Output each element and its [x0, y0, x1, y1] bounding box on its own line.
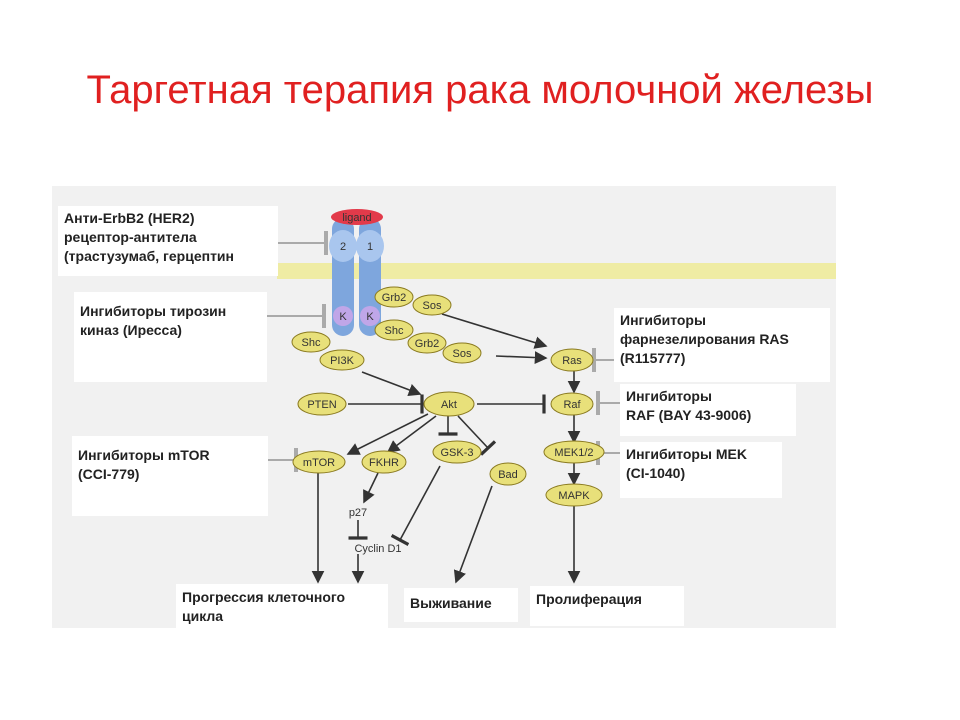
ligand: ligand [331, 209, 383, 225]
raf-box-line-2: RAF (BAY 43-9006) [626, 407, 752, 423]
sos-top-node [412, 294, 452, 316]
akt-node [423, 391, 475, 417]
cell-cycle-line-2: цикла [182, 608, 224, 624]
pi3k-label: PI3K [330, 355, 355, 367]
gsk3-node [432, 440, 482, 464]
pathway-figure: 2 1 K K ligand [52, 186, 836, 628]
raf-box-line-1: Ингибиторы [626, 388, 712, 404]
survival-label: Выживание [410, 595, 492, 611]
grb2-top-node [374, 286, 414, 308]
mtor-node [292, 450, 346, 474]
mapk-label: MAPK [558, 490, 590, 502]
fkhr-node [361, 450, 407, 474]
proliferation-outcome-box: Пролиферация [530, 586, 684, 626]
grb2-top-label: Grb2 [382, 292, 406, 304]
sos-mid-label: Sos [453, 348, 472, 360]
ras-node [550, 348, 594, 372]
her2-box-line-1: Анти-ErbB2 (HER2) [64, 210, 195, 226]
receptor-2-label: 2 [340, 241, 346, 253]
inhibitor-connectors [267, 231, 620, 472]
mek-node [543, 440, 605, 464]
her2-antibody-box: Анти-ErbB2 (HER2) рецептор-антитела (тра… [58, 206, 278, 276]
pathway-arrows [311, 313, 581, 584]
kinase-left-label: K [339, 311, 347, 323]
shc-mid-label: Shc [385, 325, 404, 337]
survival-outcome-box: Выживание [404, 588, 518, 622]
mtor-box-line-1: Ингибиторы mTOR [78, 447, 210, 463]
shc-mid-node [374, 319, 414, 341]
ras-box-line-1: Ингибиторы [620, 312, 706, 328]
mapk-node [545, 483, 603, 507]
mtor-box-line-2: (CCI-779) [78, 466, 140, 482]
proliferation-label: Пролиферация [536, 591, 642, 607]
shc-left-node [291, 331, 331, 353]
raf-label: Raf [563, 399, 581, 411]
raf-inhibitor-box: Ингибиторы RAF (BAY 43-9006) [620, 384, 796, 436]
ras-inhibitor-box: Ингибиторы фарнезелирования RAS (R115777… [614, 308, 830, 382]
fkhr-label: FKHR [369, 457, 399, 469]
cell-cycle-outcome-box: Прогрессия клеточного цикла [176, 584, 388, 628]
tki-box-line-2: киназ (Иресса) [80, 322, 182, 338]
grb2-mid-node [407, 332, 447, 354]
mek-box-line-2: (CI-1040) [626, 465, 686, 481]
node-labels: Grb2 Sos Shc Shc Grb2 Sos PI3K Ras PTEN … [302, 292, 594, 555]
svg-text:ligand: ligand [342, 212, 371, 224]
her2-box-line-3: (трастузумаб, герцептин [64, 248, 234, 264]
slide-title: Таргетная терапия рака молочной железы [86, 68, 874, 112]
pathway-nodes [291, 286, 605, 507]
raf-node [550, 392, 594, 416]
pten-node [297, 392, 347, 416]
ras-box-line-3: (R115777) [620, 350, 686, 366]
gsk3-label: GSK-3 [440, 447, 473, 459]
cell-membrane [277, 263, 836, 279]
kinase-right-label: K [366, 311, 374, 323]
sos-mid-node [442, 342, 482, 364]
sos-top-label: Sos [423, 300, 442, 312]
pten-label: PTEN [307, 399, 336, 411]
receptor-1-label: 1 [367, 241, 373, 253]
mtor-label: mTOR [303, 457, 335, 469]
p27-label: p27 [349, 507, 367, 519]
her2-receptor: 2 1 K K [329, 218, 384, 336]
grb2-mid-label: Grb2 [415, 338, 439, 350]
ras-box-line-2: фарнезелирования RAS [620, 331, 789, 347]
her2-box-line-2: рецептор-антитела [64, 229, 197, 245]
mek-box-line-1: Ингибиторы MEK [626, 446, 747, 462]
cell-cycle-line-1: Прогрессия клеточного [182, 589, 346, 605]
tki-box-line-1: Ингибиторы тирозин [80, 303, 227, 319]
pi3k-node [319, 349, 365, 371]
bad-node [489, 462, 527, 486]
mek-label: MEK1/2 [554, 447, 593, 459]
ras-label: Ras [562, 355, 582, 367]
bad-label: Bad [498, 469, 518, 481]
tki-box: Ингибиторы тирозин киназ (Иресса) [74, 292, 267, 382]
mtor-inhibitor-box: Ингибиторы mTOR (CCI-779) [72, 436, 268, 516]
cyclin-d1-label: Cyclin D1 [354, 543, 401, 555]
akt-label: Akt [441, 399, 457, 411]
mek-inhibitor-box: Ингибиторы MEK (CI-1040) [620, 442, 782, 498]
shc-left-label: Shc [302, 337, 321, 349]
